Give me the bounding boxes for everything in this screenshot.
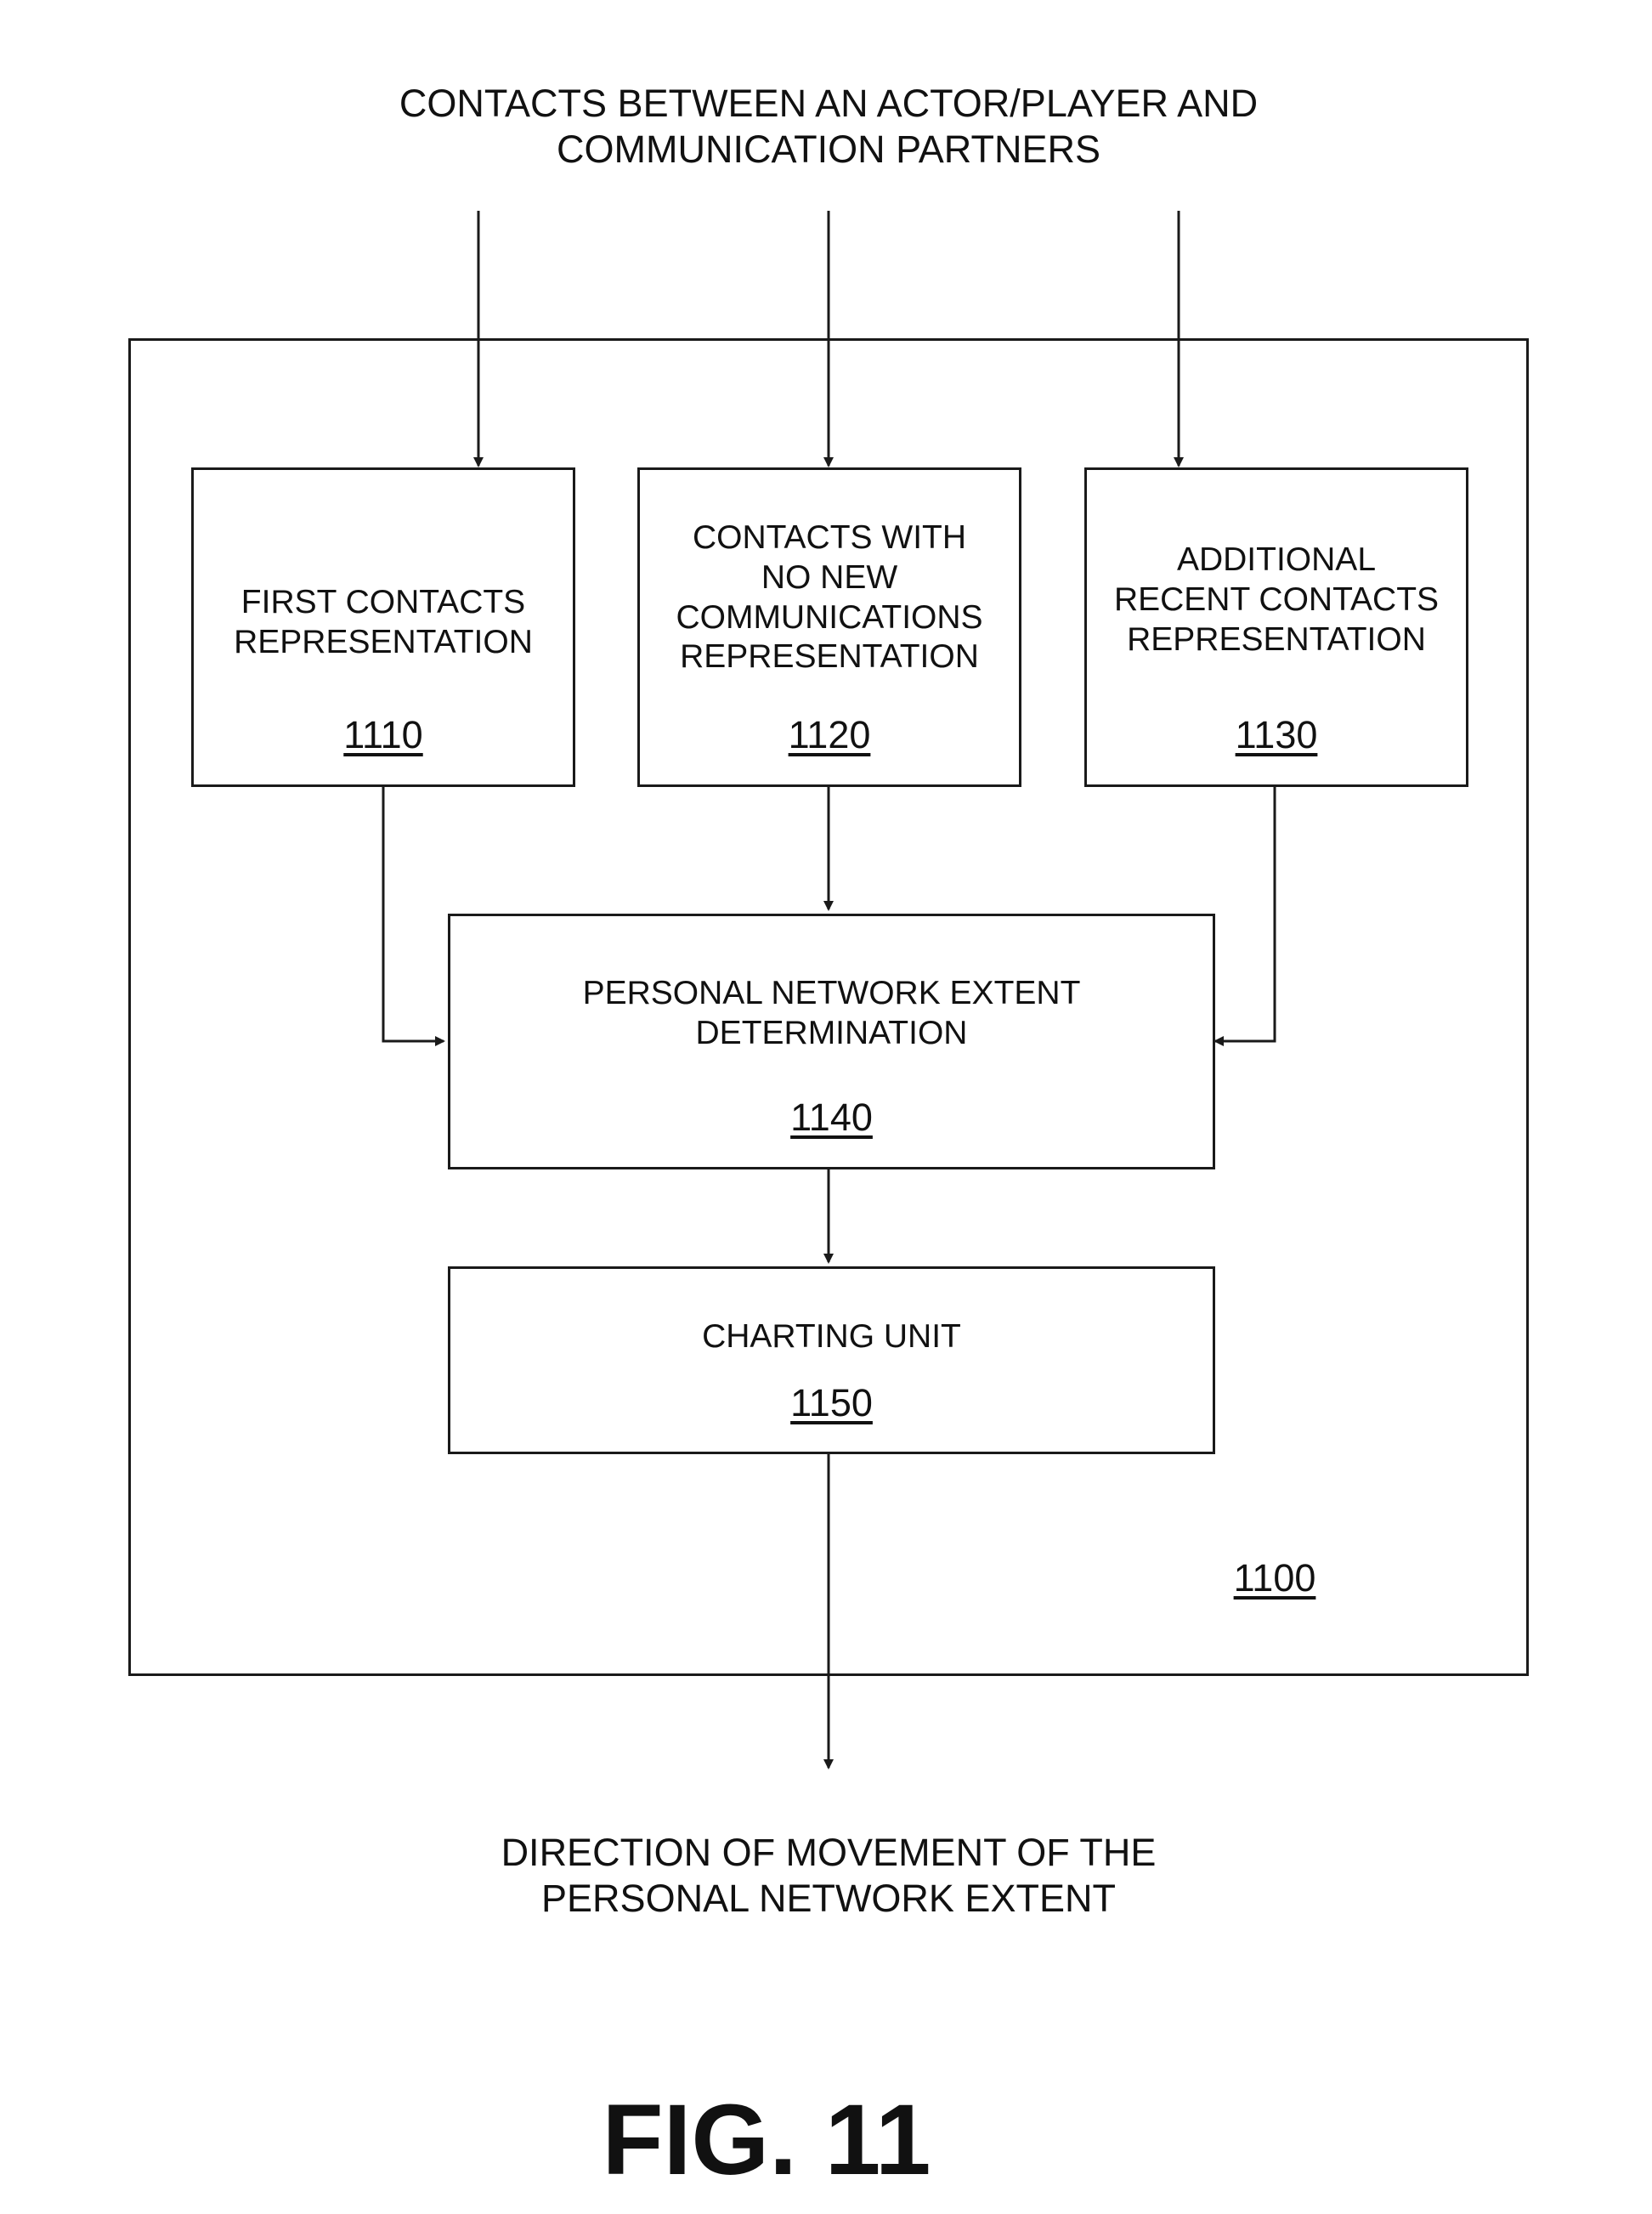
first-contacts-number: 1110 [191, 712, 575, 758]
figure-label: FIG. 11 [486, 2081, 1047, 2201]
input-label: CONTACTS BETWEEN AN ACTOR/PLAYER AND COM… [316, 81, 1341, 173]
output-label: DIRECTION OF MOVEMENT OF THE PERSONAL NE… [357, 1830, 1300, 1922]
system-number: 1100 [1190, 1555, 1360, 1601]
first-contacts-label: FIRST CONTACTS REPRESENTATION [191, 583, 575, 663]
additional-recent-contacts-label: ADDITIONAL RECENT CONTACTS REPRESENTATIO… [1084, 541, 1468, 660]
charting-unit-label: CHARTING UNIT [448, 1317, 1215, 1357]
charting-unit-number: 1150 [448, 1380, 1215, 1426]
extent-determination-number: 1140 [448, 1095, 1215, 1141]
no-new-communications-label: CONTACTS WITH NO NEW COMMUNICATIONS REPR… [637, 518, 1021, 677]
extent-determination-label: PERSONAL NETWORK EXTENT DETERMINATION [448, 974, 1215, 1054]
no-new-communications-number: 1120 [637, 712, 1021, 758]
additional-recent-contacts-number: 1130 [1084, 712, 1468, 758]
